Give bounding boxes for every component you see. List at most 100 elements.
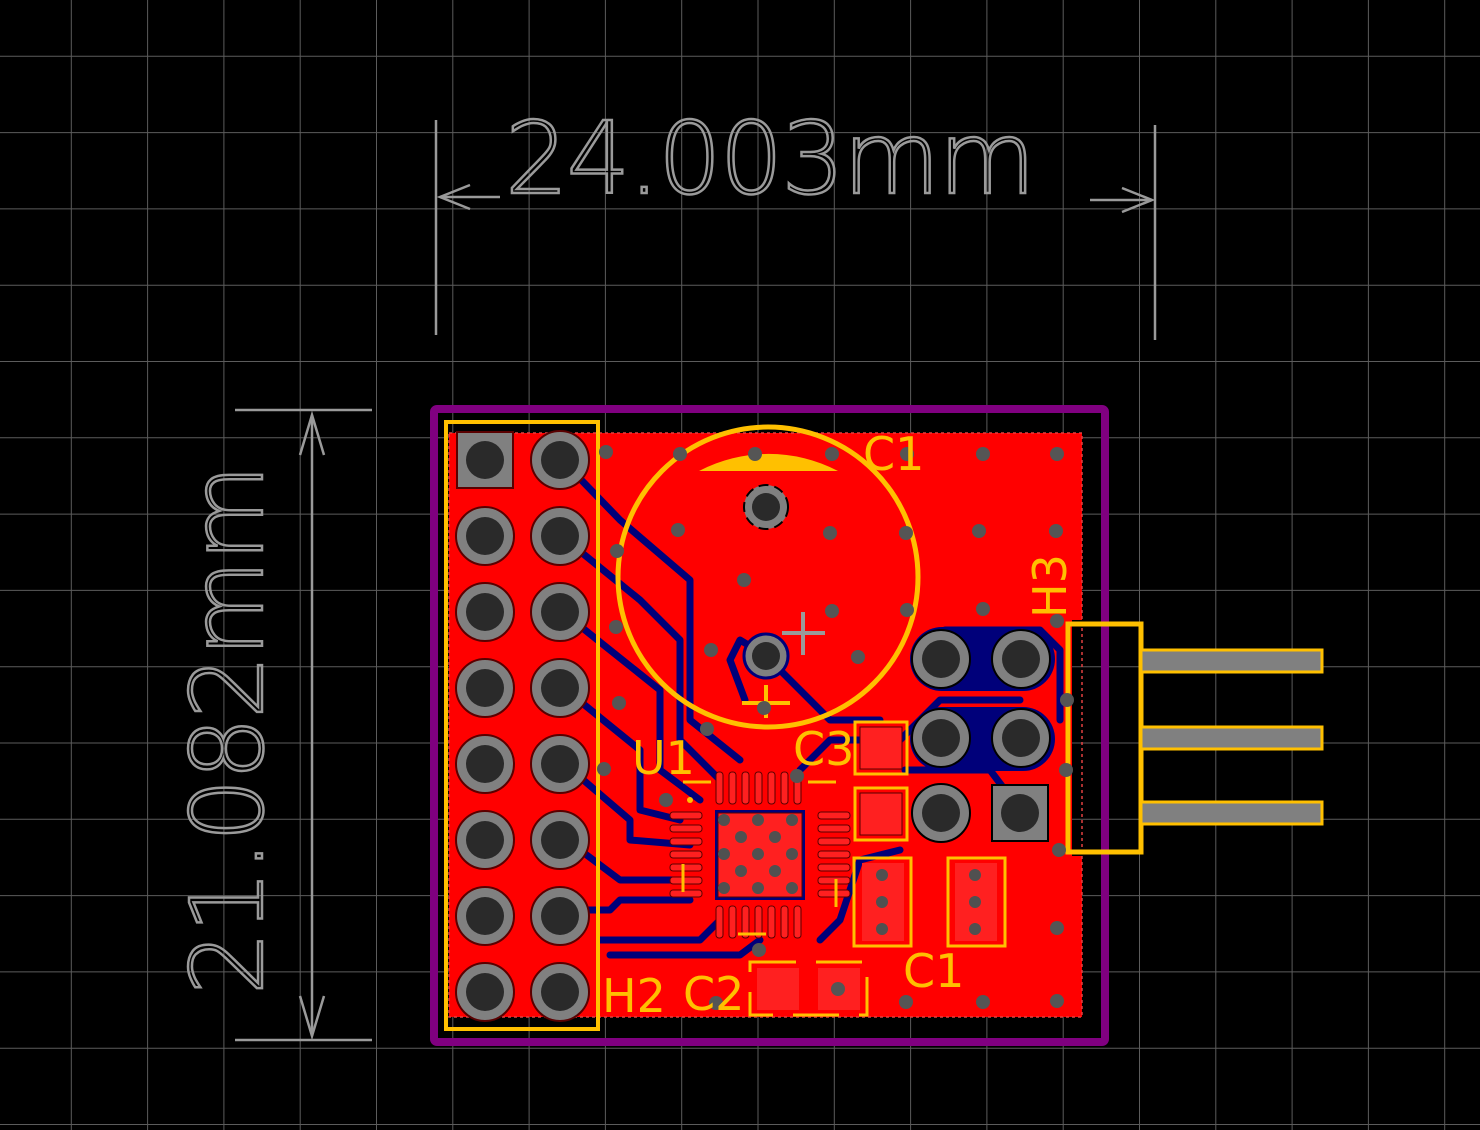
via [900, 447, 914, 461]
dimension-height[interactable]: 21.082mm [168, 408, 372, 1042]
designator-c1-top: C1 [863, 427, 924, 481]
u1-thermal-via [735, 865, 747, 877]
via [972, 524, 986, 538]
sot-pad-via [969, 923, 981, 935]
h2-pin[interactable] [530, 886, 590, 946]
via [1050, 994, 1064, 1008]
u1-pad [793, 905, 802, 939]
u1-pad [817, 876, 851, 885]
via [612, 696, 626, 710]
h3-pad[interactable] [911, 708, 971, 768]
via [700, 722, 714, 736]
h3-pad[interactable] [911, 783, 971, 843]
h2-pin[interactable] [456, 431, 514, 489]
u1-pad [669, 876, 703, 885]
via [1050, 921, 1064, 935]
h2-pin[interactable] [455, 886, 515, 946]
h2-pin[interactable] [530, 962, 590, 1022]
board-outline[interactable] [430, 405, 1109, 1046]
sot-parts[interactable] [852, 856, 1007, 948]
via [790, 769, 804, 783]
via [748, 447, 762, 461]
u1-thermal-via [786, 814, 798, 826]
u1-thermal-via [752, 882, 764, 894]
h2-pin[interactable] [530, 734, 590, 794]
stitching-vias [597, 445, 1074, 1010]
h3-pad[interactable] [911, 629, 971, 689]
u1-qfn-footprint[interactable] [669, 771, 851, 939]
u1-thermal-via [718, 848, 730, 860]
u1-pad [741, 771, 750, 805]
h2-pin[interactable] [455, 962, 515, 1022]
u1-thermal-via [718, 814, 730, 826]
h2-pin[interactable] [455, 658, 515, 718]
via [752, 943, 766, 957]
h2-pin[interactable] [455, 810, 515, 870]
u1-thermal-via [718, 882, 730, 894]
u1-pad [767, 905, 776, 939]
u1-pad [669, 824, 703, 833]
u1-thermal-via [769, 865, 781, 877]
via [823, 526, 837, 540]
u1-pad [817, 889, 851, 898]
h3-pad[interactable] [991, 708, 1051, 768]
via [610, 544, 624, 558]
u1-pad [754, 771, 763, 805]
u1-pad [669, 863, 703, 872]
h2-pin[interactable] [530, 506, 590, 566]
via [609, 620, 623, 634]
via [900, 603, 914, 617]
u1-pad [669, 889, 703, 898]
h3-lead [1139, 725, 1324, 751]
sot-pad-via [969, 869, 981, 881]
h2-pin[interactable] [455, 582, 515, 642]
u1-pad [715, 771, 724, 805]
h2-pin[interactable] [530, 658, 590, 718]
via [899, 526, 913, 540]
c1-electrolytic[interactable] [615, 424, 921, 730]
h2-pin[interactable] [455, 734, 515, 794]
via [1050, 447, 1064, 461]
u1-pad [754, 905, 763, 939]
u1-pad [741, 905, 750, 939]
h3-lead [1139, 648, 1324, 674]
via [599, 445, 613, 459]
u1-pad [728, 905, 737, 939]
u1-pad [767, 771, 776, 805]
u1-thermal-via [786, 848, 798, 860]
u1-thermal-via [752, 848, 764, 860]
via [757, 701, 771, 715]
dimension-width-label: 24.003mm [505, 100, 1034, 217]
u1-pad [780, 771, 789, 805]
h2-pin[interactable] [530, 582, 590, 642]
u1-pad [669, 811, 703, 820]
h3-pad[interactable] [991, 629, 1051, 689]
designator-u1: U1 [632, 731, 695, 785]
h2-pin[interactable] [530, 810, 590, 870]
dimension-height-label: 21.082mm [169, 466, 286, 995]
h3-connector[interactable] [910, 621, 1324, 855]
u1-pad [817, 824, 851, 833]
designator-h3: H3 [1023, 554, 1077, 618]
via [825, 604, 839, 618]
via [1050, 614, 1064, 628]
via [976, 995, 990, 1009]
u1-pad [817, 863, 851, 872]
sot-pad-via [876, 869, 888, 881]
u1-thermal-via [769, 831, 781, 843]
via [704, 643, 718, 657]
dimension-width[interactable]: 24.003mm [434, 99, 1157, 340]
via [1049, 524, 1063, 538]
h3-pad-square[interactable] [991, 784, 1049, 842]
sot-pad-via [876, 896, 888, 908]
c3-capacitor[interactable] [853, 720, 909, 842]
h2-pin[interactable] [530, 430, 590, 490]
via [976, 602, 990, 616]
h2-pin[interactable] [455, 506, 515, 566]
designator-c3: C3 [793, 722, 854, 776]
via [671, 523, 685, 537]
u1-pad [715, 905, 724, 939]
u1-pad [817, 811, 851, 820]
h2-header[interactable] [444, 420, 600, 1031]
